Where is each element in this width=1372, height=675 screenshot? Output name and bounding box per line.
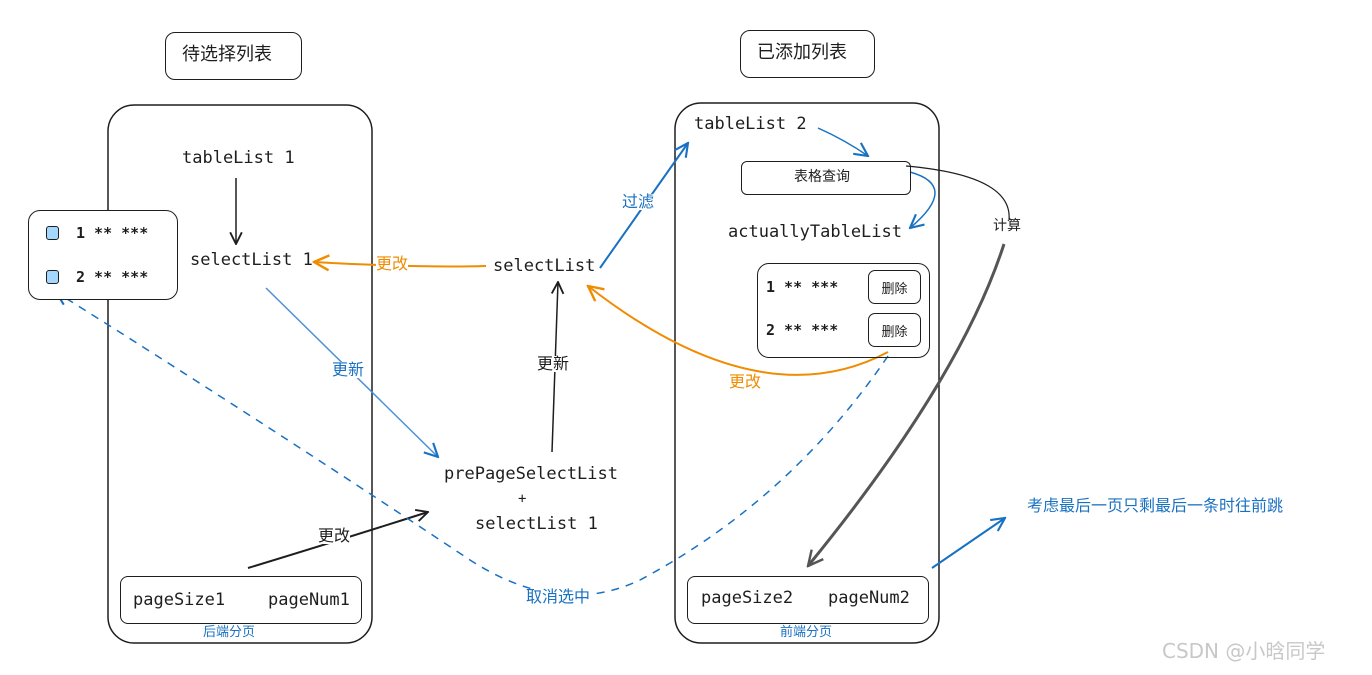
left-tablelist: tableList 1: [182, 148, 295, 168]
right-panel-frame: [674, 102, 940, 644]
prepage-line1: prePageSelectList: [444, 464, 618, 484]
right-page-num: pageNum2: [828, 588, 910, 608]
left-selectlist: selectList 1: [190, 250, 313, 270]
checkbox-item-2[interactable]: [46, 270, 59, 284]
checkbox-label-1: 1 ** ***: [76, 224, 149, 242]
label-compute: 计算: [993, 218, 1021, 234]
arrow-cancel-select: [56, 292, 889, 596]
right-title-box: [740, 30, 875, 78]
left-caption: 后端分页: [203, 625, 256, 640]
right-page-size: pageSize2: [701, 588, 794, 608]
label-update-mid: 更新: [537, 354, 570, 373]
label-change-right: 更改: [729, 372, 762, 391]
checkbox-label-2: 2 ** ***: [76, 268, 149, 286]
prepage-line2: selectList 1: [475, 514, 598, 534]
right-pagination[interactable]: [687, 576, 929, 624]
watermark: CSDN @小晗同学: [1162, 639, 1326, 663]
left-panel-frame: [107, 104, 373, 644]
checkbox-item-1[interactable]: [46, 226, 59, 240]
label-change-top: 更改: [376, 254, 409, 273]
label-change-bottom: 更改: [318, 526, 351, 545]
added-items-list: [757, 263, 930, 358]
arrow-compute: [808, 243, 1006, 566]
left-title-box: [165, 32, 302, 80]
arrow-change-top: [314, 262, 487, 267]
delete-button-2[interactable]: 删除: [868, 313, 921, 347]
label-cancel-select: 取消选中: [526, 587, 591, 606]
actual-table-list: actuallyTableList: [728, 222, 902, 242]
middle-selectlist: selectList: [493, 256, 596, 276]
left-pagination[interactable]: [120, 576, 362, 624]
label-filter: 过滤: [622, 192, 655, 211]
label-update-left: 更新: [332, 360, 365, 379]
arrow-tablelist2-to-query: [817, 127, 868, 156]
table-query-label: 表格查询: [794, 169, 850, 185]
arrow-note: [931, 518, 1005, 569]
right-panel-title: 已添加列表: [757, 42, 847, 63]
table-query-button[interactable]: [741, 161, 911, 195]
right-caption: 前端分页: [780, 625, 833, 640]
added-item-2: 2 ** ***: [766, 321, 839, 339]
checkbox-popup: [28, 210, 178, 300]
left-panel-title: 待选择列表: [182, 44, 272, 65]
left-page-size: pageSize1: [133, 590, 226, 610]
arrow-change-right: [588, 286, 889, 376]
prepage-plus: +: [518, 491, 527, 507]
note-last-page: 考虑最后一页只剩最后一条时往前跳: [1027, 496, 1284, 515]
arrow-query-to-actual: [910, 171, 936, 228]
right-tablelist: tableList 2: [694, 114, 807, 134]
left-page-num: pageNum1: [268, 590, 350, 610]
compute-line-top: [905, 165, 1010, 227]
added-item-1: 1 ** ***: [766, 278, 839, 296]
delete-button-1[interactable]: 删除: [868, 270, 921, 304]
